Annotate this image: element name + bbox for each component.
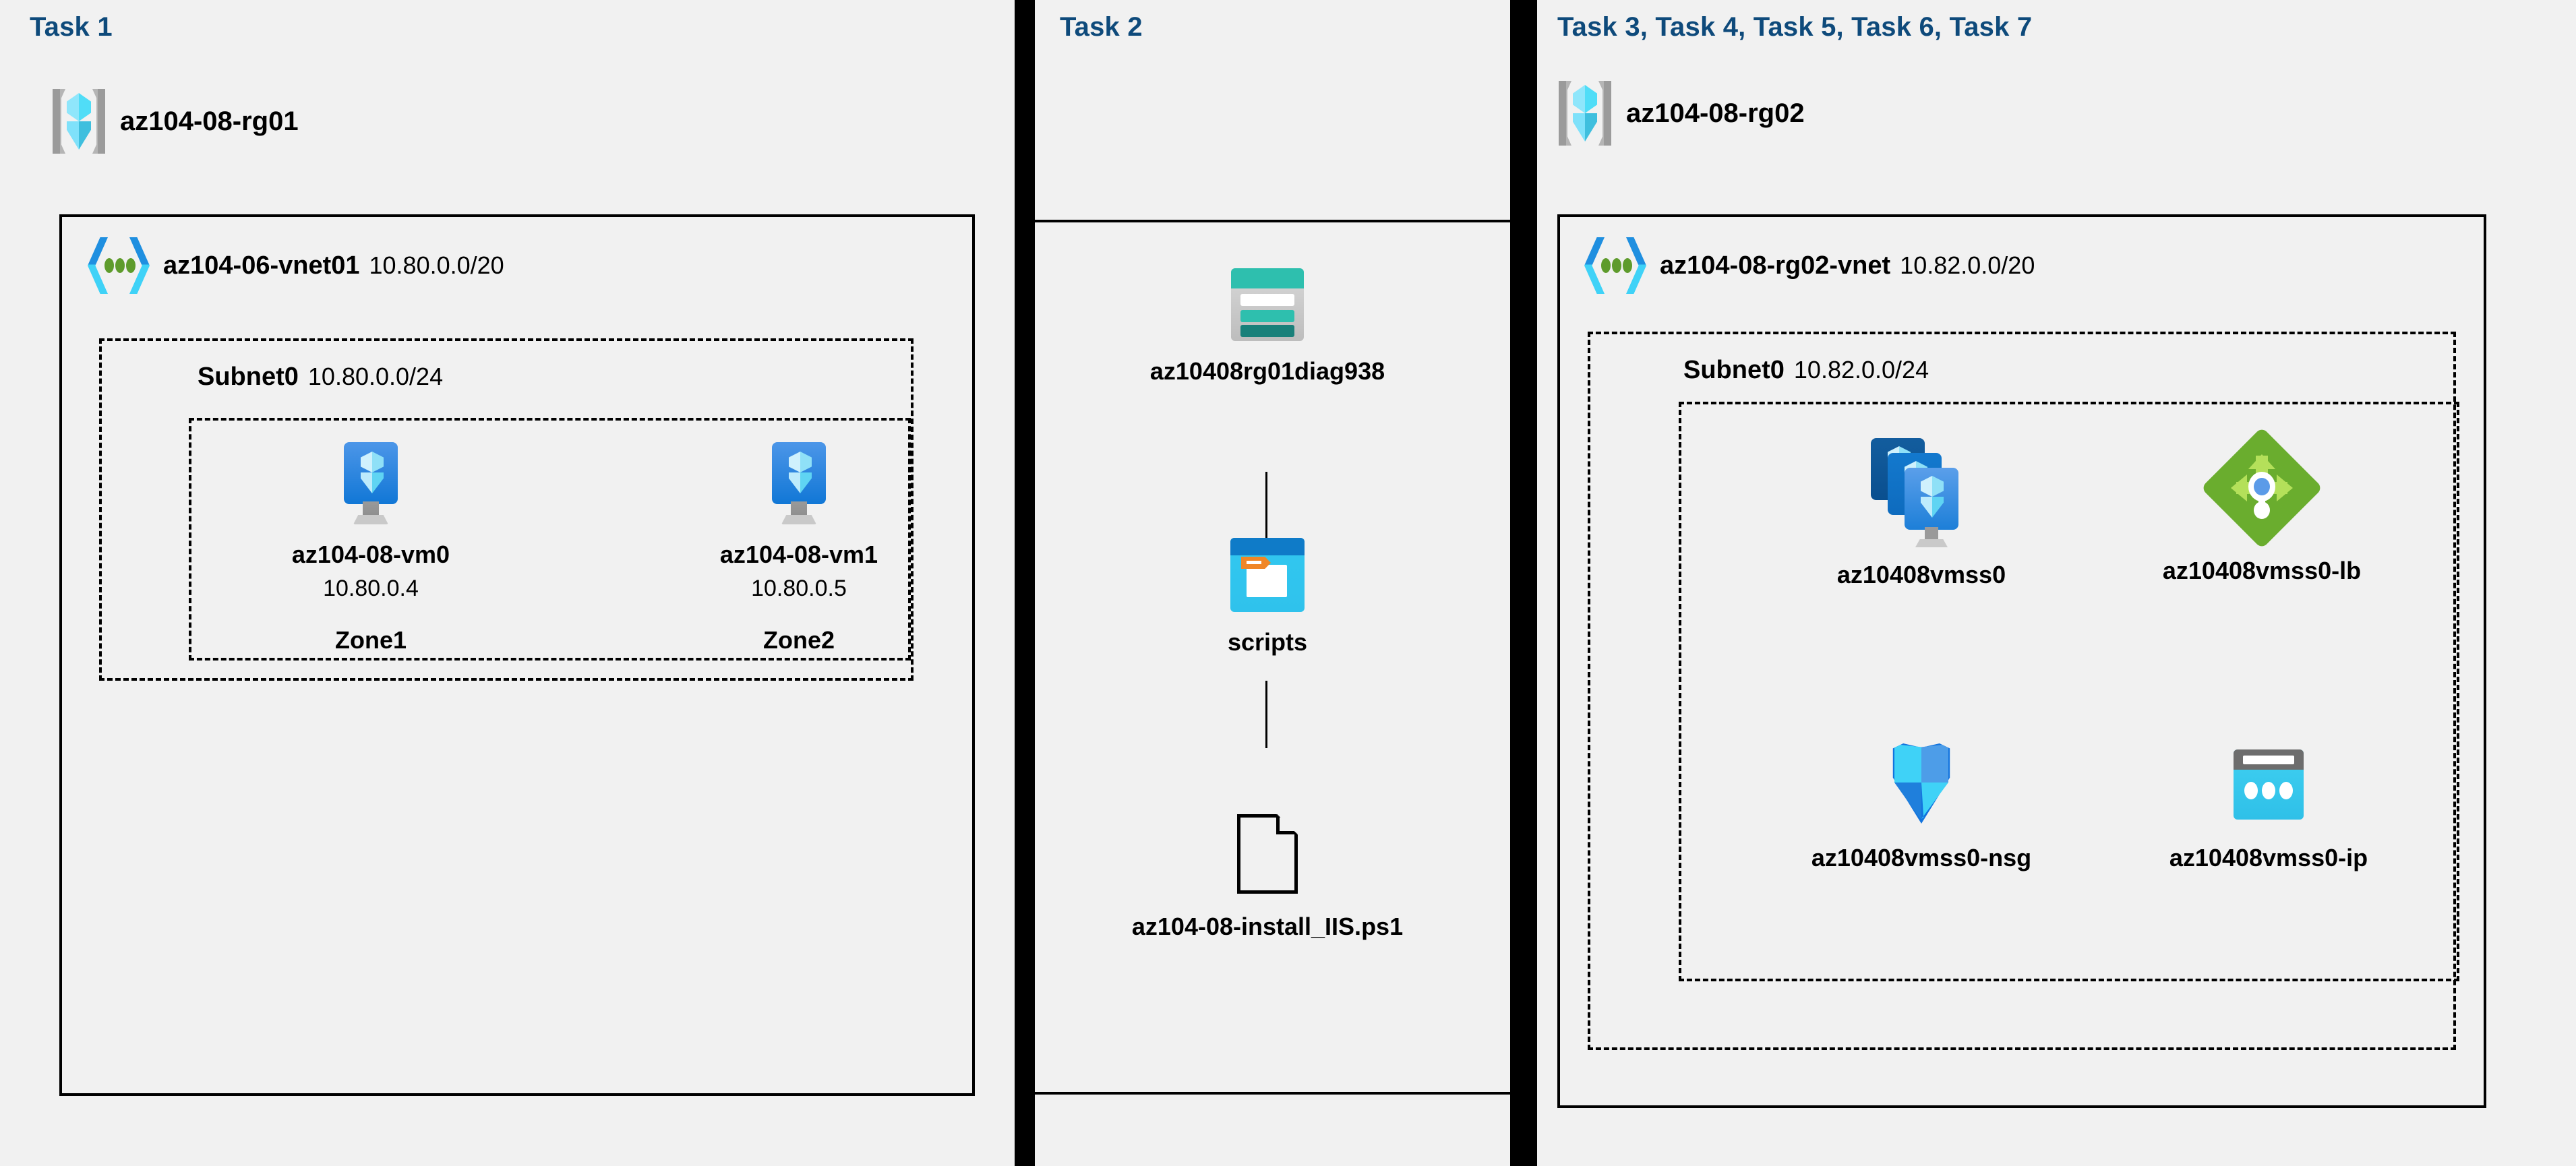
connector-container-to-file [1265,681,1267,748]
node-ip: 10.80.0.4 [323,576,419,601]
node-vm1[interactable]: az104-08-vm1 10.80.0.5 Zone2 [701,442,897,654]
connector-storage-to-container [1265,472,1267,538]
virtual-machine-icon [336,442,406,526]
availability-zone-boundary-2 [1679,402,2459,981]
node-label: az104-08-vm1 [719,541,878,568]
vnet-cidr: 10.82.0.0/20 [1900,251,2035,279]
node-label: az104-08-vm0 [291,541,450,568]
node-vmss[interactable]: az10408vmss0 [1760,438,2083,589]
node-label: az10408vmss0-ip [2169,844,2368,871]
subnet-name: Subnet0 [1683,356,1785,384]
node-label: az10408vmss0-nsg [1811,844,2032,871]
vnet-header-2: az104-08-rg02-vnet 10.82.0.0/20 [1584,237,2035,294]
node-vm0[interactable]: az104-08-vm0 10.80.0.4 Zone1 [273,442,469,654]
node-public-ip[interactable]: az10408vmss0-ip [2124,749,2414,872]
node-label: az10408vmss0 [1836,561,2006,588]
vnet-name: az104-08-rg02-vnet [1660,251,1891,280]
vnet-boundary-1 [59,214,975,1096]
panel-divider-left [1015,0,1035,1166]
node-label: scripts [1227,628,1308,656]
node-nsg[interactable]: az10408vmss0-nsg [1766,740,2076,872]
node-label: az104-08-install_IIS.ps1 [1131,913,1404,940]
vnet-header-1: az104-06-vnet01 10.80.0.0/20 [88,237,504,294]
task2-title: Task 2 [1060,12,1143,42]
resource-group-icon [1559,81,1611,146]
subnet-label-1: Subnet0 10.80.0.0/24 [198,363,443,392]
node-label: az10408vmss0-lb [2162,557,2362,584]
panel-divider-right [1510,0,1537,1166]
subnet-name: Subnet0 [198,363,299,391]
subnet-boundary-2 [1588,332,2456,1050]
node-ps1-file[interactable]: az104-08-install_IIS.ps1 [1065,814,1470,941]
blob-container-icon [1230,538,1305,612]
node-blob-container[interactable]: scripts [1146,538,1389,656]
virtual-machine-icon [764,442,834,526]
resource-group-rg02: az104-08-rg02 [1559,81,1805,146]
subnet-cidr: 10.80.0.0/24 [307,363,444,390]
node-ip: 10.80.0.5 [751,576,847,601]
subnet-label-2: Subnet0 10.82.0.0/24 [1683,356,1929,385]
task1-title: Task 1 [30,12,113,42]
subnet-boundary-1 [99,338,913,681]
node-load-balancer[interactable]: az10408vmss0-lb [2110,427,2414,585]
resource-group-label: az104-08-rg01 [120,106,299,136]
subnet-cidr: 10.82.0.0/24 [1793,356,1929,383]
node-label: az10408rg01diag938 [1149,357,1385,385]
resource-group-label: az104-08-rg02 [1626,98,1805,128]
task2-boundary [1015,220,1522,1095]
node-zone: Zone2 [762,626,835,654]
virtual-network-icon [1584,237,1646,294]
vmss-icon [1871,438,1972,547]
node-zone: Zone1 [334,626,407,654]
vnet-cidr: 10.80.0.0/20 [369,251,504,279]
file-icon [1237,814,1298,894]
resource-group-icon [53,89,105,154]
vnet-name: az104-06-vnet01 [163,251,360,280]
availability-zone-boundary-1 [189,418,911,661]
network-security-group-icon [1889,740,1954,824]
node-storage-account[interactable]: az10408rg01diag938 [1106,268,1429,386]
virtual-network-icon [88,237,150,294]
resource-group-rg01: az104-08-rg01 [53,89,299,154]
storage-account-icon [1231,268,1304,341]
task3to7-title: Task 3, Task 4, Task 5, Task 6, Task 7 [1557,12,2033,42]
public-ip-icon [2234,749,2304,820]
vnet-boundary-2 [1557,214,2486,1108]
load-balancer-icon [2200,427,2323,549]
